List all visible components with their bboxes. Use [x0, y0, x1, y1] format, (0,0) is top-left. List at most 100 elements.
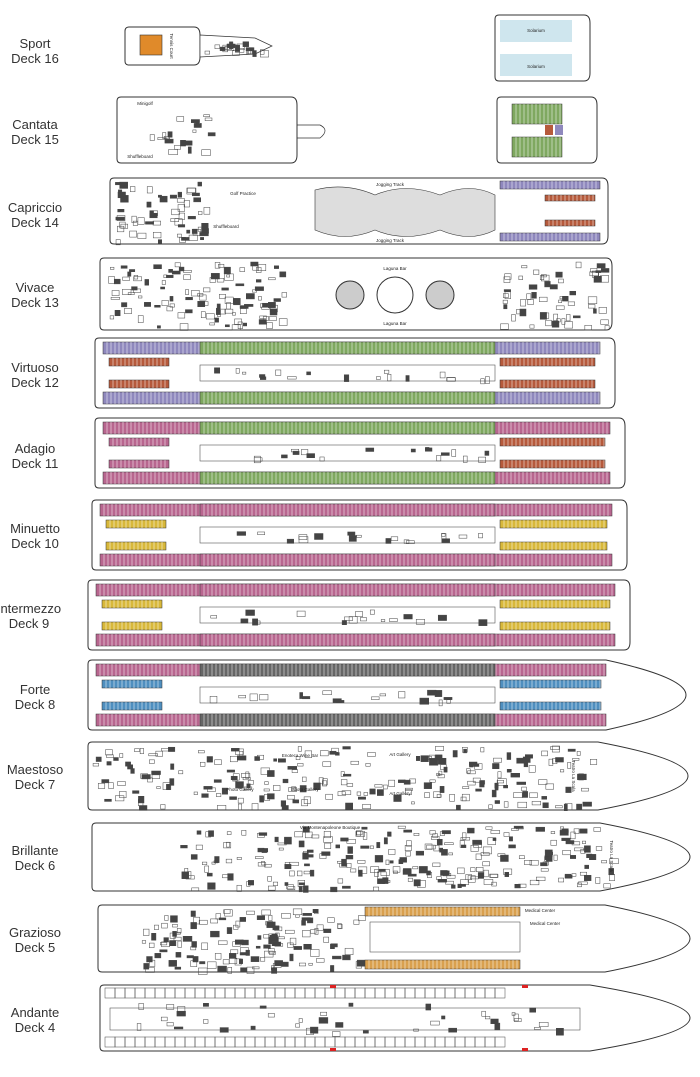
furniture-mark — [470, 845, 479, 852]
deck-number: Deck 6 — [14, 858, 56, 873]
cabin-block — [544, 219, 596, 227]
furniture-mark — [595, 846, 603, 851]
furniture-mark — [588, 304, 596, 309]
furniture-mark — [491, 881, 497, 887]
furniture-mark — [205, 313, 215, 320]
furniture-mark — [476, 866, 484, 872]
furniture-mark — [149, 212, 158, 219]
furniture-mark — [262, 848, 269, 853]
furniture-mark — [303, 796, 311, 804]
furniture-mark — [466, 768, 471, 774]
furniture-mark — [176, 1010, 186, 1017]
furniture-mark — [164, 915, 169, 921]
furniture-mark — [456, 804, 461, 810]
furniture-mark — [216, 278, 225, 283]
furniture-mark — [340, 779, 348, 786]
furniture-mark — [242, 41, 249, 47]
furniture-mark — [268, 277, 276, 281]
furniture-mark — [406, 840, 412, 847]
furniture-mark — [593, 827, 601, 832]
furniture-mark — [438, 699, 443, 707]
furniture-mark — [376, 842, 381, 849]
furniture-mark — [191, 887, 200, 891]
furniture-mark — [413, 833, 420, 836]
furniture-mark — [237, 803, 242, 811]
furniture-mark — [555, 757, 564, 763]
furniture-mark — [138, 295, 143, 299]
furniture-mark — [576, 803, 583, 811]
furniture-mark — [301, 920, 306, 926]
furniture-mark — [308, 962, 313, 966]
furniture-mark — [237, 797, 244, 804]
deck-name: Virtuoso — [11, 360, 59, 375]
furniture-mark — [572, 315, 581, 319]
furniture-mark — [197, 301, 206, 307]
deck-name: Forte — [19, 682, 51, 697]
solarium-area — [500, 54, 572, 76]
furniture-mark — [576, 882, 582, 888]
furniture-mark — [435, 754, 443, 761]
furniture-mark — [193, 197, 202, 203]
furniture-mark — [511, 314, 516, 322]
furniture-mark — [560, 769, 565, 773]
furniture-mark — [436, 455, 442, 462]
cabin-block — [101, 621, 163, 631]
furniture-mark — [221, 787, 228, 795]
furniture-mark — [589, 271, 599, 277]
furniture-mark — [566, 314, 571, 322]
furniture-mark — [226, 841, 230, 848]
furniture-mark — [522, 756, 531, 763]
deck-name: Capriccio — [7, 200, 63, 215]
furniture-mark — [574, 847, 584, 852]
furniture-mark — [214, 317, 219, 323]
furniture-mark — [477, 872, 484, 879]
furniture-mark — [179, 237, 186, 243]
furniture-mark — [325, 793, 333, 800]
furniture-mark — [226, 274, 231, 278]
room-label: Minigolf — [137, 101, 153, 106]
furniture-mark — [304, 863, 310, 867]
furniture-mark — [180, 845, 188, 849]
furniture-mark — [316, 924, 324, 931]
furniture-mark — [446, 874, 456, 879]
furniture-mark — [550, 839, 557, 846]
furniture-mark — [367, 752, 376, 757]
furniture-mark — [248, 880, 254, 886]
deck-name: Sport — [19, 36, 51, 51]
furniture-mark — [503, 801, 509, 808]
furniture-mark — [590, 759, 598, 765]
furniture-mark — [540, 312, 550, 319]
furniture-mark — [535, 826, 545, 832]
furniture-mark — [346, 863, 352, 868]
furniture-mark — [460, 837, 471, 841]
furniture-mark — [603, 883, 611, 889]
furniture-mark — [272, 881, 279, 886]
furniture-mark — [457, 883, 462, 889]
furniture-mark — [174, 262, 181, 268]
furniture-mark — [303, 870, 311, 875]
furniture-mark — [134, 748, 140, 752]
furniture-mark — [227, 873, 234, 881]
furniture-mark — [369, 788, 376, 795]
furniture-mark — [449, 794, 455, 802]
furniture-mark — [463, 455, 468, 463]
furniture-mark — [256, 915, 265, 920]
furniture-mark — [320, 750, 329, 757]
furniture-mark — [235, 283, 245, 287]
furniture-mark — [193, 123, 202, 128]
furniture-mark — [531, 292, 537, 299]
furniture-mark — [207, 132, 216, 137]
furniture-mark — [575, 261, 582, 269]
furniture-mark — [415, 619, 425, 625]
furniture-mark — [374, 784, 383, 788]
furniture-mark — [565, 840, 575, 845]
furniture-mark — [139, 748, 144, 755]
furniture-mark — [224, 308, 234, 314]
furniture-mark — [312, 909, 319, 913]
furniture-mark — [213, 779, 222, 783]
furniture-mark — [433, 791, 441, 798]
furniture-mark — [190, 960, 198, 967]
furniture-mark — [190, 946, 197, 951]
furniture-mark — [357, 860, 366, 864]
